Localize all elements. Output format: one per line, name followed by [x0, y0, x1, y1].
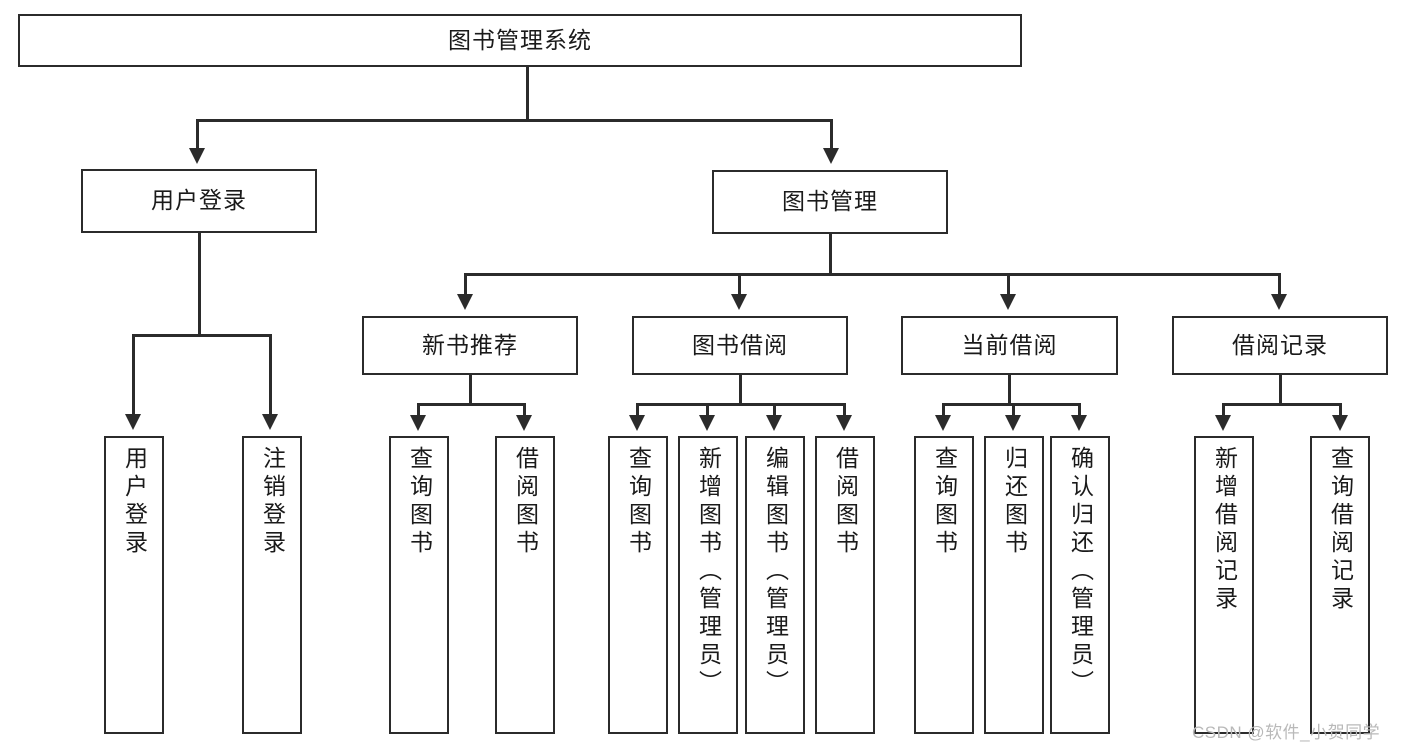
- leaf-borrow-book-1-label: 借阅图书: [512, 446, 539, 558]
- node-root[interactable]: 图书管理系统: [18, 14, 1022, 67]
- arrowhead-book-management: [823, 148, 839, 164]
- node-borrow-record[interactable]: 借阅记录: [1172, 316, 1388, 375]
- leaf-edit-book[interactable]: 编辑图书（管理员）: [745, 436, 805, 734]
- arrowhead-leaf-logout-login: [262, 414, 278, 430]
- node-borrow-record-label: 借阅记录: [1232, 331, 1328, 358]
- connector-root-bus: [197, 119, 833, 122]
- connector-borrow-record-leaf2: [1339, 403, 1342, 416]
- connector-current-borrow-stem: [1008, 375, 1011, 404]
- node-new-book-recommend-label: 新书推荐: [422, 331, 518, 358]
- connector-new-book-stem: [469, 375, 472, 404]
- node-current-borrow[interactable]: 当前借阅: [901, 316, 1118, 375]
- leaf-add-record-label: 新增借阅记录: [1211, 446, 1238, 614]
- connector-current-borrow-bus: [943, 403, 1080, 406]
- leaf-borrow-book-2[interactable]: 借阅图书: [815, 436, 875, 734]
- connector-current-borrow-leaf2: [1012, 403, 1015, 416]
- leaf-logout-login-label: 注销登录: [259, 446, 286, 558]
- connector-new-book-bus: [418, 403, 525, 406]
- arrowhead-leaf-edit-book: [766, 415, 782, 431]
- arrowhead-leaf-user-login: [125, 414, 141, 430]
- leaf-user-login[interactable]: 用户登录: [104, 436, 164, 734]
- leaf-user-login-label: 用户登录: [121, 446, 148, 558]
- node-new-book-recommend[interactable]: 新书推荐: [362, 316, 578, 375]
- arrowhead-book-borrow: [731, 294, 747, 310]
- leaf-add-book-label: 新增图书（管理员）: [695, 446, 722, 698]
- connector-bm-to-new-book: [464, 273, 467, 295]
- leaf-edit-book-label: 编辑图书（管理员）: [762, 446, 789, 698]
- leaf-confirm-return[interactable]: 确认归还（管理员）: [1050, 436, 1110, 734]
- connector-book-borrow-leaf1: [636, 403, 639, 416]
- leaf-confirm-return-label: 确认归还（管理员）: [1067, 446, 1094, 698]
- leaf-add-record[interactable]: 新增借阅记录: [1194, 436, 1254, 734]
- leaf-return-book-label: 归还图书: [1001, 446, 1028, 558]
- node-book-borrow[interactable]: 图书借阅: [632, 316, 848, 375]
- leaf-add-book[interactable]: 新增图书（管理员）: [678, 436, 738, 734]
- arrowhead-user-login: [189, 148, 205, 164]
- connector-book-management-bus: [465, 273, 1280, 276]
- connector-book-management-stem: [829, 234, 832, 274]
- connector-bm-to-current-borrow: [1007, 273, 1010, 295]
- connector-book-borrow-leaf2: [706, 403, 709, 416]
- connector-new-book-leaf1: [417, 403, 420, 416]
- connector-current-borrow-leaf3: [1078, 403, 1081, 416]
- arrowhead-leaf-confirm-return: [1071, 415, 1087, 431]
- leaf-query-book-2-label: 查询图书: [625, 446, 652, 558]
- connector-borrow-record-bus: [1223, 403, 1341, 406]
- arrowhead-leaf-query-book-1: [410, 415, 426, 431]
- arrowhead-leaf-borrow-book-1: [516, 415, 532, 431]
- arrowhead-borrow-record: [1271, 294, 1287, 310]
- node-current-borrow-label: 当前借阅: [961, 331, 1058, 358]
- connector-root-stem: [526, 67, 529, 119]
- leaf-query-record[interactable]: 查询借阅记录: [1310, 436, 1370, 734]
- watermark-text: CSDN @软件_小贺同学: [1192, 723, 1381, 742]
- connector-borrow-record-stem: [1279, 375, 1282, 404]
- connector-book-borrow-leaf4: [843, 403, 846, 416]
- arrowhead-leaf-add-record: [1215, 415, 1231, 431]
- node-root-label: 图书管理系统: [448, 26, 592, 53]
- leaf-query-book-3[interactable]: 查询图书: [914, 436, 974, 734]
- connector-book-borrow-stem: [739, 375, 742, 404]
- arrowhead-new-book-recommend: [457, 294, 473, 310]
- arrowhead-leaf-return-book: [1005, 415, 1021, 431]
- connector-borrow-record-leaf1: [1222, 403, 1225, 416]
- node-user-login[interactable]: 用户登录: [81, 169, 317, 233]
- connector-new-book-leaf2: [523, 403, 526, 416]
- connector-book-borrow-leaf3: [773, 403, 776, 416]
- node-book-management[interactable]: 图书管理: [712, 170, 948, 234]
- arrowhead-leaf-query-record: [1332, 415, 1348, 431]
- leaf-logout-login[interactable]: 注销登录: [242, 436, 302, 734]
- arrowhead-leaf-query-book-2: [629, 415, 645, 431]
- arrowhead-current-borrow: [1000, 294, 1016, 310]
- arrowhead-leaf-add-book: [699, 415, 715, 431]
- connector-root-to-book-management: [830, 119, 833, 149]
- connector-bm-to-borrow-record: [1278, 273, 1281, 295]
- connector-user-login-stem: [198, 233, 201, 335]
- node-book-borrow-label: 图书借阅: [692, 331, 788, 358]
- leaf-borrow-book-2-label: 借阅图书: [832, 446, 859, 558]
- connector-root-to-user-login: [196, 119, 199, 149]
- leaf-query-book-3-label: 查询图书: [931, 446, 958, 558]
- arrowhead-leaf-query-book-3: [935, 415, 951, 431]
- arrowhead-leaf-borrow-book-2: [836, 415, 852, 431]
- node-user-login-label: 用户登录: [151, 187, 247, 214]
- leaf-query-book-1[interactable]: 查询图书: [389, 436, 449, 734]
- connector-user-login-leaf2: [269, 334, 272, 415]
- leaf-query-book-2[interactable]: 查询图书: [608, 436, 668, 734]
- leaf-query-book-1-label: 查询图书: [406, 446, 433, 558]
- connector-book-borrow-bus: [637, 403, 845, 406]
- connector-user-login-bus: [133, 334, 271, 337]
- leaf-borrow-book-1[interactable]: 借阅图书: [495, 436, 555, 734]
- leaf-return-book[interactable]: 归还图书: [984, 436, 1044, 734]
- connector-user-login-leaf1: [132, 334, 135, 415]
- node-book-management-label: 图书管理: [782, 188, 878, 215]
- leaf-query-record-label: 查询借阅记录: [1327, 446, 1354, 614]
- connector-bm-to-book-borrow: [738, 273, 741, 295]
- connector-current-borrow-leaf1: [942, 403, 945, 416]
